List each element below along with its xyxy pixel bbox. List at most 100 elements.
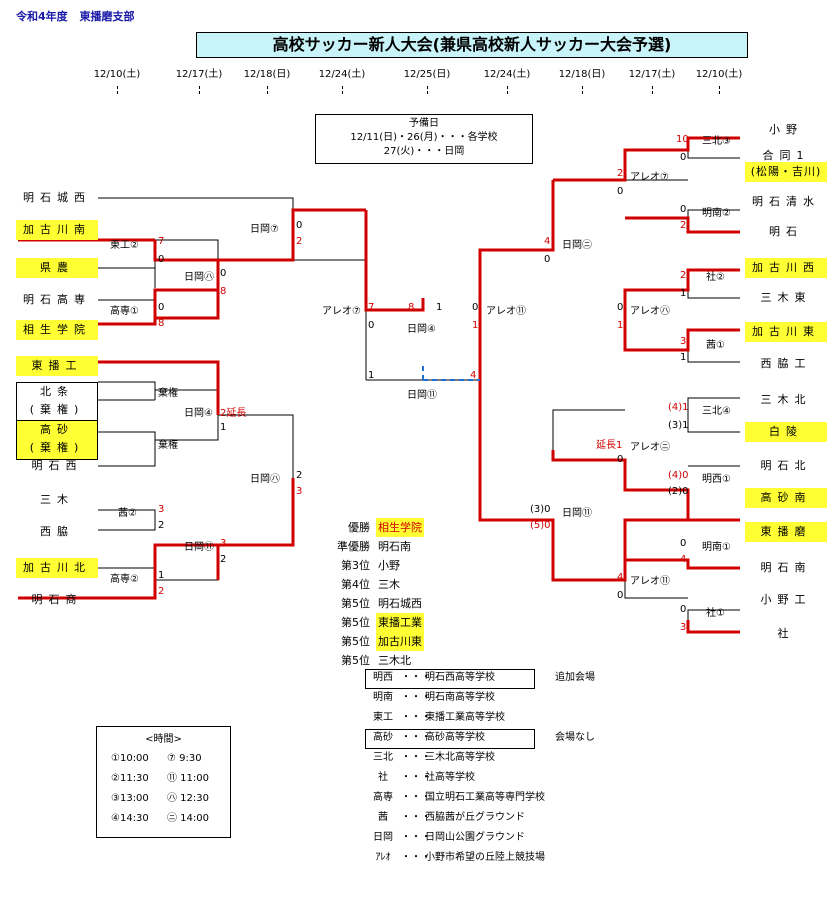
score: 10: [676, 134, 689, 145]
region-label: 東播磨支部: [79, 10, 135, 23]
team-right: 明石清水: [752, 195, 820, 208]
score: 4: [680, 554, 687, 565]
score: 4: [470, 370, 477, 381]
venue-label: 社②: [706, 272, 725, 283]
date-cell: 12/10(土): [85, 64, 149, 94]
team-right: 白陵: [745, 422, 827, 442]
team-right: 加古川西: [745, 258, 827, 278]
date-cell: 12/10(土): [687, 64, 751, 94]
date-cell: 12/24(土): [475, 64, 539, 94]
team-right: 小野工: [760, 593, 812, 606]
score: 1: [617, 320, 624, 331]
score: 7: [368, 302, 375, 313]
reserve-day-note: 予備日 12/11(日)・26(月)・・・各学校 27(火)・・・日岡: [315, 114, 533, 164]
score: 4: [617, 572, 624, 583]
team-right: 明石南: [760, 561, 812, 574]
venue-label: 三北④: [702, 406, 731, 417]
standing-row: 優勝相生学院: [322, 518, 424, 537]
team-left: 県農: [16, 258, 98, 278]
score: 0: [368, 320, 375, 331]
score: 0: [158, 302, 165, 313]
venue-label: 棄権: [158, 440, 178, 451]
score: 2: [158, 586, 165, 597]
team-right: 小野: [769, 123, 803, 136]
team-right: 三木北: [760, 393, 812, 406]
score: 1: [472, 320, 479, 331]
date-cell: 12/17(土): [167, 64, 231, 94]
venue-label: 高専①: [110, 306, 139, 317]
score: 0: [617, 186, 624, 197]
score: 1: [158, 570, 165, 581]
date-cell: 12/18(日): [550, 64, 614, 94]
abbr-row: 社・・・社高等学校: [378, 772, 475, 783]
score: 1: [220, 422, 227, 433]
venue-label: アレオ㋥: [630, 442, 670, 453]
score: 8: [158, 318, 165, 329]
score: 0: [296, 220, 303, 231]
header-left: 令和4年度 東播磨支部: [16, 8, 135, 24]
score: 4: [544, 236, 551, 247]
score: 7: [158, 236, 165, 247]
abbr-row: 三北・・・三木北高等学校: [373, 752, 495, 763]
era-label: 令和4年度: [16, 10, 68, 23]
team-left: 西脇: [40, 525, 74, 538]
venue-label: 明南①: [702, 542, 731, 553]
team-right: 東播磨: [745, 522, 827, 542]
score: 2: [680, 270, 687, 281]
abbr-row: 日岡・・・日岡山公園グラウンド: [373, 832, 525, 843]
venue-label: 日岡㋩: [184, 272, 214, 283]
score: 2: [296, 470, 303, 481]
venue-label: 日岡⑦: [250, 224, 279, 235]
venue-label: 明南②: [702, 208, 731, 219]
score: 3: [296, 486, 303, 497]
venue-label: アレオ⑦: [322, 306, 361, 317]
score: 2: [617, 168, 624, 179]
standing-row: 第3位小野: [341, 559, 400, 572]
venue-label: 茜①: [706, 340, 725, 351]
date-row: 12/10(土) 12/17(土) 12/18(日) 12/24(土) 12/2…: [75, 64, 750, 94]
score: (4)0: [668, 470, 689, 481]
score: 1: [368, 370, 375, 381]
score: 8: [408, 302, 415, 313]
score: 2: [158, 520, 165, 531]
score: 1: [680, 288, 687, 299]
score: 2: [680, 220, 687, 231]
score: (3)1: [668, 420, 689, 431]
score: (2)0: [668, 486, 689, 497]
venue-label: アレオ⑪: [630, 576, 670, 587]
date-cell: 12/17(土): [620, 64, 684, 94]
abbr-row: 高砂・・・高砂高等学校会場なし: [365, 728, 595, 749]
team-right: 高砂南: [745, 488, 827, 508]
date-cell: 12/18(日): [235, 64, 299, 94]
team-left: 明石城西: [23, 191, 91, 204]
team-right: (松陽・吉川): [745, 162, 827, 182]
score: 延長1: [596, 440, 623, 451]
score: 0: [617, 590, 624, 601]
venue-label: アレオ⑦: [630, 172, 669, 183]
score: 2: [220, 554, 227, 565]
team-right: 明石北: [760, 459, 812, 472]
team-right: 社: [777, 627, 795, 640]
team-right: 加古川東: [745, 322, 827, 342]
venue-label: 棄権: [158, 388, 178, 399]
abbr-row: 明南・・・明石南高等学校: [373, 692, 495, 703]
score: (3)0: [530, 504, 551, 515]
team-right: 明石: [769, 225, 803, 238]
team-left: 加古川北: [16, 558, 98, 578]
score: 0: [544, 254, 551, 265]
abbr-row: 茜・・・西脇茜が丘グラウンド: [378, 812, 525, 823]
venue-label: 東工②: [110, 240, 139, 251]
score: 0: [680, 152, 687, 163]
team-left: 三木: [40, 493, 74, 506]
abbr-row: ｱﾚｵ・・・小野市希望の丘陸上競技場: [375, 852, 546, 863]
score: 8: [220, 286, 227, 297]
score: 3: [680, 622, 687, 633]
venue-label: 日岡㋩: [250, 474, 280, 485]
venue-label: 三北③: [702, 136, 731, 147]
team-left: 北条 (棄権): [16, 382, 98, 422]
